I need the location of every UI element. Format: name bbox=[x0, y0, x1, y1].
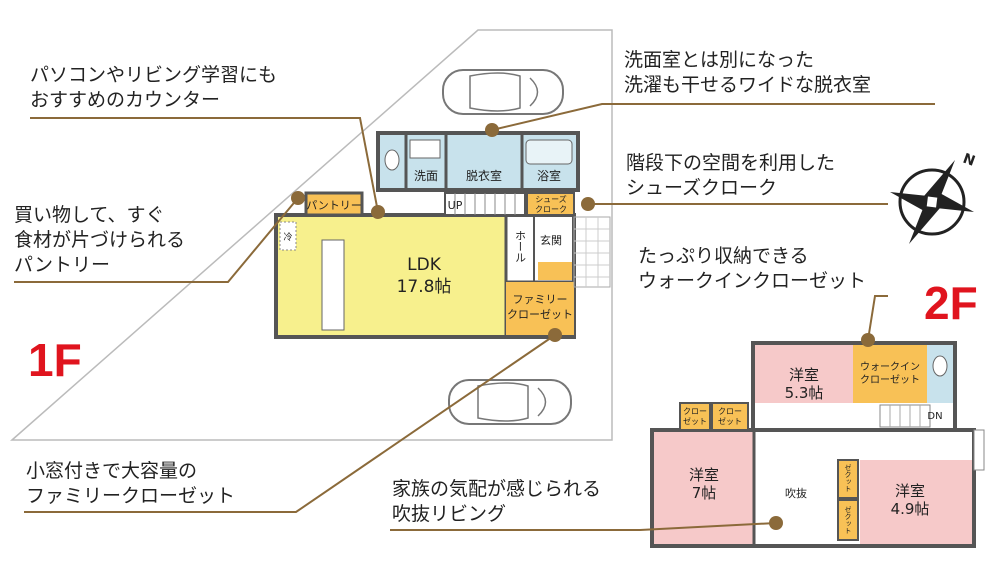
annotation-dressing: 洗面室とは別になった 洗濯も干せるワイドな脱衣室 bbox=[624, 49, 872, 96]
2f-toilet-icon bbox=[932, 355, 948, 377]
porch-tiles bbox=[573, 216, 611, 288]
datsui-label: 脱衣室 bbox=[466, 168, 502, 183]
yoshitsu-53-label: 洋室 bbox=[789, 366, 819, 384]
yoshitsu-49-room bbox=[860, 460, 972, 544]
car-top-icon bbox=[442, 69, 564, 115]
bathtub-icon bbox=[525, 139, 573, 165]
closet-a-label-1: クロー bbox=[683, 407, 707, 416]
walkin-label-2: クローゼット bbox=[860, 374, 920, 386]
datsui-room bbox=[446, 135, 522, 188]
shoes-label-2: クローク bbox=[535, 205, 567, 214]
shoes-label-1: シューズ bbox=[535, 194, 567, 204]
yoshitsu-53-room bbox=[755, 345, 853, 403]
yoshitsu-49-size: 4.9帖 bbox=[891, 500, 930, 518]
ldk-area bbox=[278, 217, 506, 335]
hall-label: ホール bbox=[514, 230, 527, 263]
annotation-pantry: 買い物して、すぐ 食材が片づけられる パントリー bbox=[14, 204, 186, 276]
closet-a-label-2: ゼット bbox=[683, 416, 707, 426]
walkin-room bbox=[853, 345, 927, 403]
ldk-label: LDK bbox=[407, 255, 442, 275]
senmen-label: 洗面 bbox=[414, 169, 438, 183]
floor-label-1f: 1F bbox=[28, 334, 82, 386]
closet-b bbox=[711, 402, 749, 431]
fam-closet-label-1: ファミリー bbox=[513, 293, 568, 306]
up-label: UP bbox=[448, 199, 463, 212]
ldk-size-label: 17.8帖 bbox=[397, 277, 452, 297]
pantry-label: パントリー bbox=[306, 199, 362, 212]
family-closet-room bbox=[506, 282, 574, 335]
fam-closet-label-2: クローゼット bbox=[507, 308, 573, 321]
pantry-room bbox=[304, 191, 364, 217]
yoshitsu-7-label: 洋室 bbox=[689, 466, 719, 484]
closet-a bbox=[679, 402, 711, 431]
floor-label-2f: 2F bbox=[924, 277, 978, 329]
closet-b-label-1: クロー bbox=[718, 407, 742, 416]
annotation-family-closet: 小窓付きで大容量の ファミリークローゼット bbox=[26, 460, 236, 507]
north-label: N bbox=[961, 151, 977, 170]
closet-d bbox=[837, 499, 859, 541]
closet-d-label: ゼクット bbox=[844, 505, 852, 534]
car-bottom-icon bbox=[448, 379, 572, 425]
stairs-1f bbox=[444, 192, 526, 216]
dn-label: DN bbox=[927, 411, 942, 422]
closet-b-label-2: ゼット bbox=[718, 416, 742, 426]
kitchen-counter bbox=[321, 239, 345, 331]
yoshitsu-7-size: 7帖 bbox=[692, 484, 717, 502]
leader-lines bbox=[14, 103, 935, 531]
fridge-space bbox=[279, 221, 297, 251]
yokushitsu-label: 浴室 bbox=[537, 168, 561, 183]
2f-balcony bbox=[973, 429, 985, 471]
genkan-storage bbox=[538, 262, 572, 280]
annotation-fukinuke: 家族の気配が感じられる 吹抜リビング bbox=[392, 478, 602, 525]
closet-c-label: ゼクット bbox=[844, 463, 852, 492]
fridge-label: 冷 bbox=[283, 231, 292, 243]
sink-icon bbox=[409, 139, 441, 159]
annotation-counter: パソコンやリビング学習にも おすすめのカウンター bbox=[30, 64, 278, 111]
fukinuke-label: 吹抜 bbox=[785, 486, 807, 500]
shoes-cloak-room bbox=[526, 192, 575, 216]
walkin-label-1: ウォークイン bbox=[860, 361, 920, 373]
genkan-label: 玄関 bbox=[540, 233, 562, 247]
annotation-shoes: 階段下の空間を利用した シューズクローク bbox=[626, 152, 836, 199]
annotation-walkin: たっぷり収納できる ウォークインクローゼット bbox=[638, 245, 867, 292]
yoshitsu-53-size: 5.3帖 bbox=[785, 384, 824, 402]
compass-icon bbox=[890, 160, 974, 244]
closet-c bbox=[837, 459, 859, 499]
stairs-2f bbox=[879, 404, 931, 428]
toilet-icon bbox=[384, 149, 400, 171]
leader-dots bbox=[291, 123, 875, 530]
yoshitsu-49-label: 洋室 bbox=[895, 482, 925, 500]
